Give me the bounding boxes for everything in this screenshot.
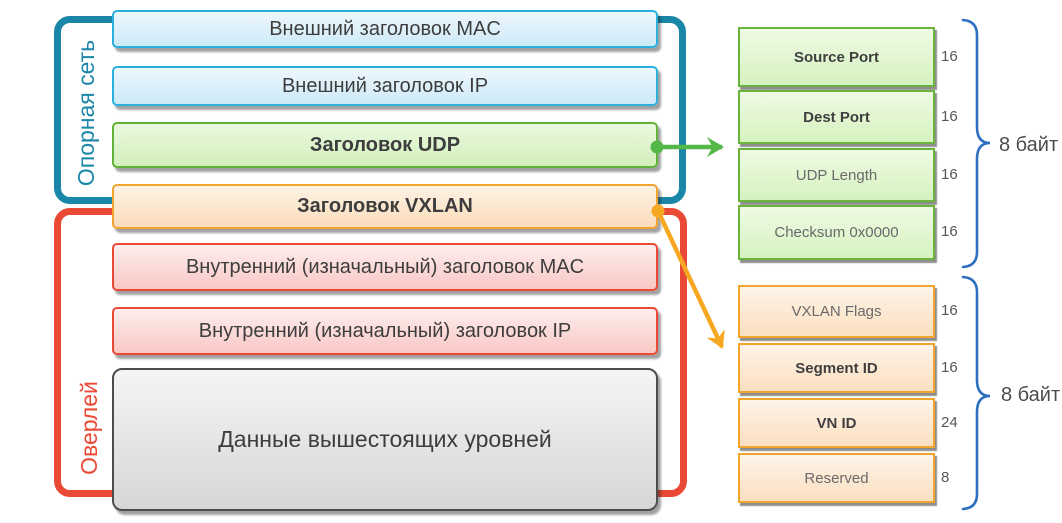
udp-field-checksum: Checksum 0x0000	[738, 205, 935, 260]
stack-box-payload: Данные вышестоящих уровней	[112, 368, 658, 511]
vxlan-field-vn-id-bits: 24	[941, 414, 958, 431]
stack-box-inner-mac: Внутренний (изначальный) заголовок MAC	[112, 243, 658, 291]
udp-field-source-port-bits: 16	[941, 48, 958, 65]
stack-box-outer-mac: Внешний заголовок MAC	[112, 10, 658, 48]
underlay-group-label: Опорная сеть	[73, 39, 99, 187]
udp-field-checksum-bits: 16	[941, 223, 958, 240]
vxlan-size-label: 8 байт	[1001, 384, 1061, 406]
stack-box-vxlan-header: Заголовок VXLAN	[112, 184, 658, 229]
overlay-group-label: Оверлей	[76, 381, 102, 475]
udp-field-source-port: Source Port	[738, 27, 935, 87]
vxlan-field-segment-id: Segment ID	[738, 343, 935, 393]
vxlan-field-vn-id: VN ID	[738, 398, 935, 448]
stack-box-outer-ip: Внешний заголовок IP	[112, 66, 658, 106]
udp-field-length: UDP Length	[738, 148, 935, 202]
vxlan-field-segment-id-bits: 16	[941, 359, 958, 376]
stack-box-udp-header: Заголовок UDP	[112, 122, 658, 168]
udp-size-label: 8 байт	[999, 134, 1059, 156]
udp-field-length-bits: 16	[941, 166, 958, 183]
vxlan-field-flags: VXLAN Flags	[738, 285, 935, 338]
stack-box-inner-ip: Внутренний (изначальный) заголовок IP	[112, 307, 658, 355]
vxlan-field-reserved-bits: 8	[941, 469, 950, 486]
vxlan-field-reserved: Reserved	[738, 453, 935, 503]
vxlan-field-flags-bits: 16	[941, 302, 958, 319]
udp-field-dest-port-bits: 16	[941, 108, 958, 125]
udp-field-dest-port: Dest Port	[738, 90, 935, 144]
